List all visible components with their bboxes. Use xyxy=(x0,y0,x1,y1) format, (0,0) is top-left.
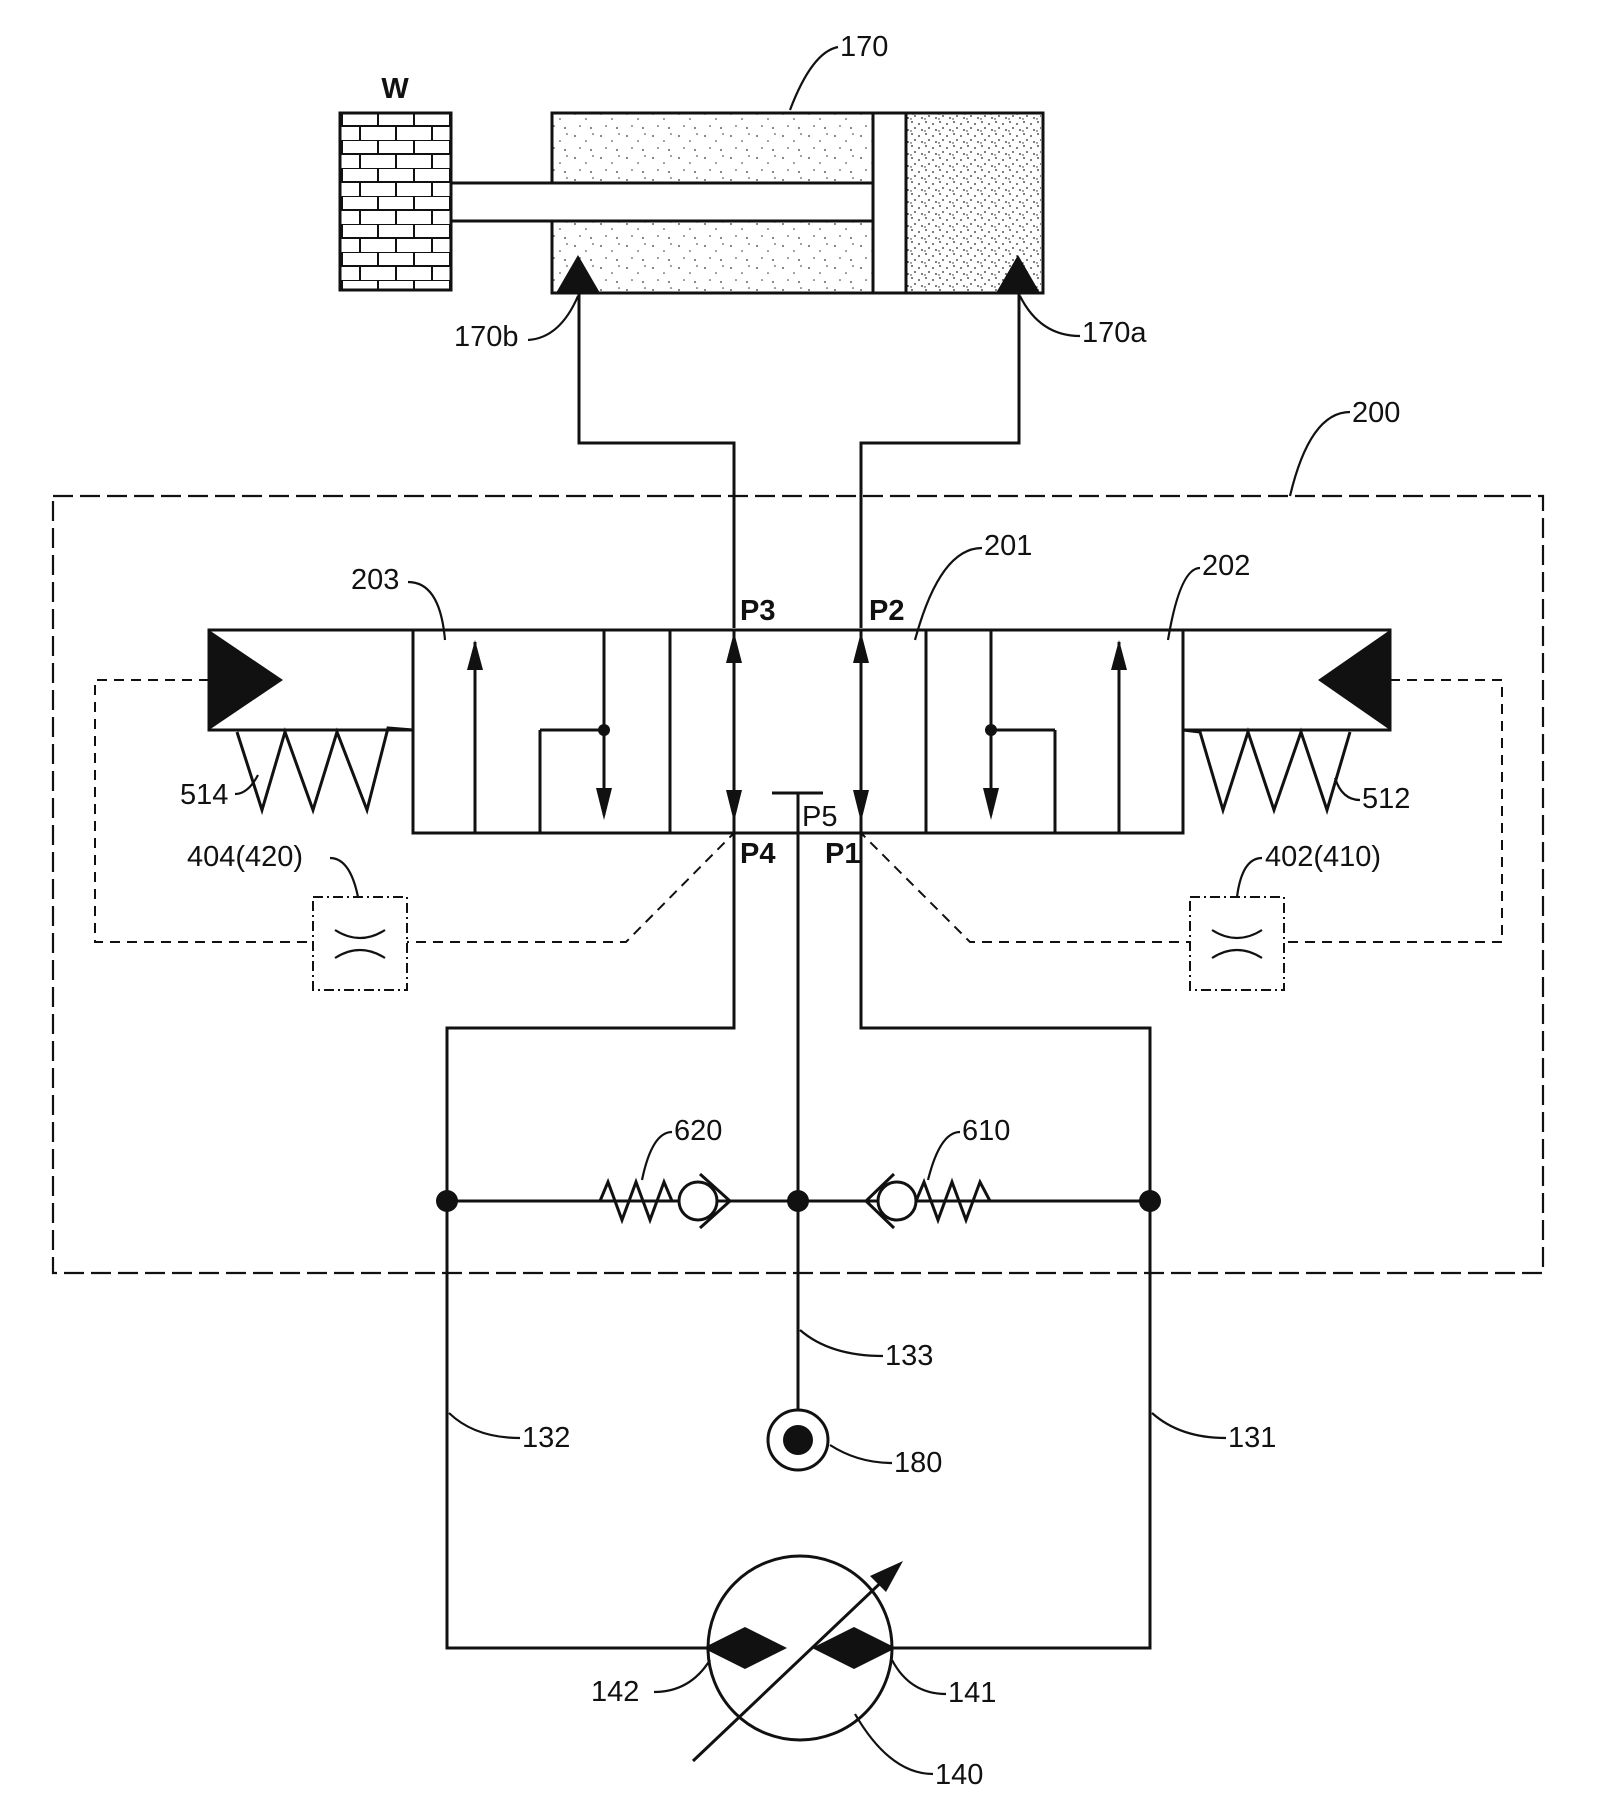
port-170b-leader xyxy=(528,296,578,340)
line-131-label: 131 xyxy=(1228,1422,1276,1454)
line-132 xyxy=(447,833,734,1648)
port-170a-label: 170a xyxy=(1082,317,1147,349)
load-label: W xyxy=(381,73,409,105)
port-170b-label: 170b xyxy=(454,321,519,353)
pump-port-142-leader xyxy=(654,1660,710,1692)
line-132-leader xyxy=(449,1413,520,1438)
piston-rod xyxy=(451,183,873,221)
spring-512-leader xyxy=(1335,778,1360,800)
junction-left xyxy=(436,1190,458,1212)
orifice-402-leader xyxy=(1237,858,1262,897)
port-p1-label: P1 xyxy=(825,838,860,870)
line-133-label: 133 xyxy=(885,1340,933,1372)
port-170a-leader xyxy=(1020,296,1080,336)
piston xyxy=(873,113,906,293)
junction-right xyxy=(1139,1190,1161,1212)
line-170b-p3 xyxy=(579,293,734,628)
pump-port-141-label: 141 xyxy=(948,1677,996,1709)
check-620-leader xyxy=(642,1132,672,1180)
port-p3-label: P3 xyxy=(740,595,775,627)
pump-port-142-label: 142 xyxy=(591,1676,639,1708)
valve-202-label: 202 xyxy=(1202,550,1250,582)
control-unit-leader xyxy=(1290,412,1350,496)
cylinder-label: 170 xyxy=(840,31,888,63)
check-610-leader xyxy=(928,1132,960,1180)
valve-201-label: 201 xyxy=(984,530,1032,562)
spring-512-label: 512 xyxy=(1362,783,1410,815)
left-actuator xyxy=(209,630,413,810)
orifice-404 xyxy=(313,897,407,990)
valve-201-leader xyxy=(915,548,982,640)
accumulator-leader xyxy=(830,1445,892,1463)
load-w xyxy=(340,113,451,290)
right-actuator xyxy=(1183,630,1390,810)
cylinder-170 xyxy=(451,113,1043,293)
orifice-404-leader xyxy=(330,858,358,897)
cylinder-leader xyxy=(790,47,838,110)
line-131-leader xyxy=(1152,1413,1226,1438)
port-p5-label: P5 xyxy=(802,801,837,833)
line-131 xyxy=(861,833,1150,1648)
orifice-402 xyxy=(1190,897,1284,990)
orifice-404-label: 404(420) xyxy=(187,841,303,873)
control-unit-label: 200 xyxy=(1352,397,1400,429)
valve-203-label: 203 xyxy=(351,564,399,596)
pump-leader xyxy=(855,1714,933,1774)
check-610-label: 610 xyxy=(962,1115,1010,1147)
port-p2-label: P2 xyxy=(869,595,904,627)
pump-label: 140 xyxy=(935,1759,983,1791)
line-132-label: 132 xyxy=(522,1422,570,1454)
check-620-label: 620 xyxy=(674,1115,722,1147)
accumulator-180 xyxy=(768,1410,828,1470)
line-133-leader xyxy=(800,1330,883,1356)
spring-514-label: 514 xyxy=(180,779,228,811)
junction-center xyxy=(787,1190,809,1212)
orifice-402-label: 402(410) xyxy=(1265,841,1381,873)
pump-port-141-leader xyxy=(892,1660,946,1694)
pump-140 xyxy=(693,1556,903,1761)
port-p4-label: P4 xyxy=(740,838,775,870)
accumulator-label: 180 xyxy=(894,1447,942,1479)
